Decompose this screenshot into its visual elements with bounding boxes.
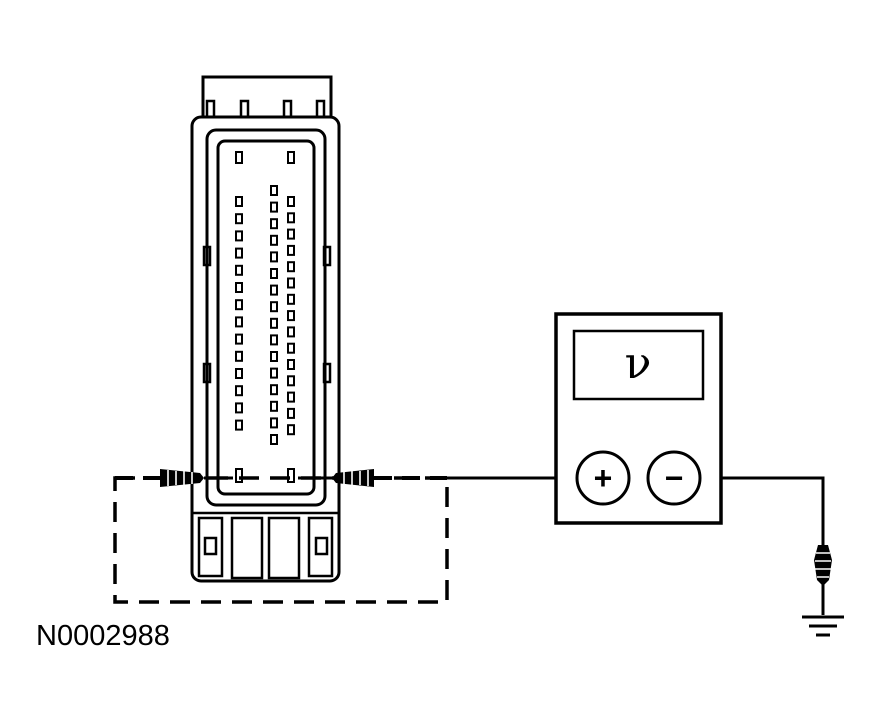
- connector-pin: [287, 261, 295, 273]
- connector-pin: [287, 228, 295, 240]
- connector-pin: [235, 468, 243, 483]
- wire-to-ground: [700, 476, 825, 545]
- connector-pin: [287, 293, 295, 305]
- voltmeter-display: [572, 329, 705, 401]
- connector-side-nubs: [202, 245, 332, 384]
- connector-pin: [287, 407, 295, 419]
- ground-icon: [802, 615, 844, 637]
- connector-pin-field: [216, 139, 316, 496]
- connector-bottom-section: [192, 511, 339, 580]
- connector-pins: [235, 151, 295, 483]
- connector-pin: [270, 185, 278, 196]
- connector-pin: [235, 333, 243, 345]
- connector-pin: [270, 218, 278, 230]
- connector-pin: [235, 151, 243, 164]
- connector-pin: [235, 282, 243, 293]
- connector-pin: [287, 391, 295, 403]
- connector-pin: [235, 213, 243, 225]
- negative-terminal: [646, 450, 702, 506]
- connector-pin: [287, 151, 295, 164]
- connector-pin: [287, 196, 295, 207]
- connector-pin: [270, 251, 278, 263]
- connector-pin: [270, 417, 278, 429]
- connector-pin: [287, 310, 295, 322]
- connector-pin: [235, 350, 243, 362]
- breakout-box-outline: [113, 476, 449, 604]
- connector: [190, 75, 341, 583]
- connector-pin: [235, 196, 243, 207]
- connector-pin: [235, 230, 243, 242]
- connector-pin: [235, 264, 243, 276]
- connector-pin: [270, 317, 278, 329]
- connector-pin: [235, 299, 243, 311]
- connector-pin: [270, 367, 278, 379]
- connector-pin: [270, 201, 278, 213]
- ground-probe: [814, 545, 832, 586]
- connector-pin: [235, 247, 243, 259]
- connector-pin: [270, 400, 278, 412]
- connector-pin: [287, 326, 295, 338]
- connector-pin: [287, 375, 295, 387]
- connector-pin: [270, 351, 278, 362]
- voltmeter: ν + −: [554, 312, 723, 525]
- negative-terminal-label: −: [665, 460, 684, 496]
- connector-pin: [270, 284, 278, 296]
- connector-pin: [287, 342, 295, 354]
- positive-terminal-label: +: [594, 460, 613, 496]
- connector-pin: [235, 368, 243, 379]
- probe-right: [298, 469, 447, 487]
- connector-pin: [287, 277, 295, 289]
- connector-pin: [235, 402, 243, 414]
- connector-pin: [287, 244, 295, 256]
- connector-pin: [287, 212, 295, 224]
- connector-inner-frame: [205, 128, 327, 507]
- connector-pin: [270, 234, 278, 246]
- figure-id-label: N0002988: [36, 620, 170, 652]
- connector-pin: [270, 301, 278, 313]
- connector-pin: [235, 316, 243, 328]
- voltmeter-display-symbol: ν: [625, 338, 652, 389]
- connector-top-latch: [201, 75, 333, 121]
- connector-pin: [235, 419, 243, 431]
- connector-latch-teeth: [205, 99, 326, 120]
- probe-left: [115, 469, 233, 487]
- connector-pin: [270, 384, 278, 396]
- connector-pin: [235, 385, 243, 397]
- connector-body: [190, 115, 341, 583]
- connector-pin: [270, 268, 278, 279]
- connector-pin: [287, 359, 295, 370]
- connector-pin: [270, 434, 278, 445]
- connector-pin: [287, 468, 295, 483]
- positive-terminal: [575, 450, 631, 506]
- connector-pin: [270, 334, 278, 346]
- connector-pin: [287, 424, 295, 436]
